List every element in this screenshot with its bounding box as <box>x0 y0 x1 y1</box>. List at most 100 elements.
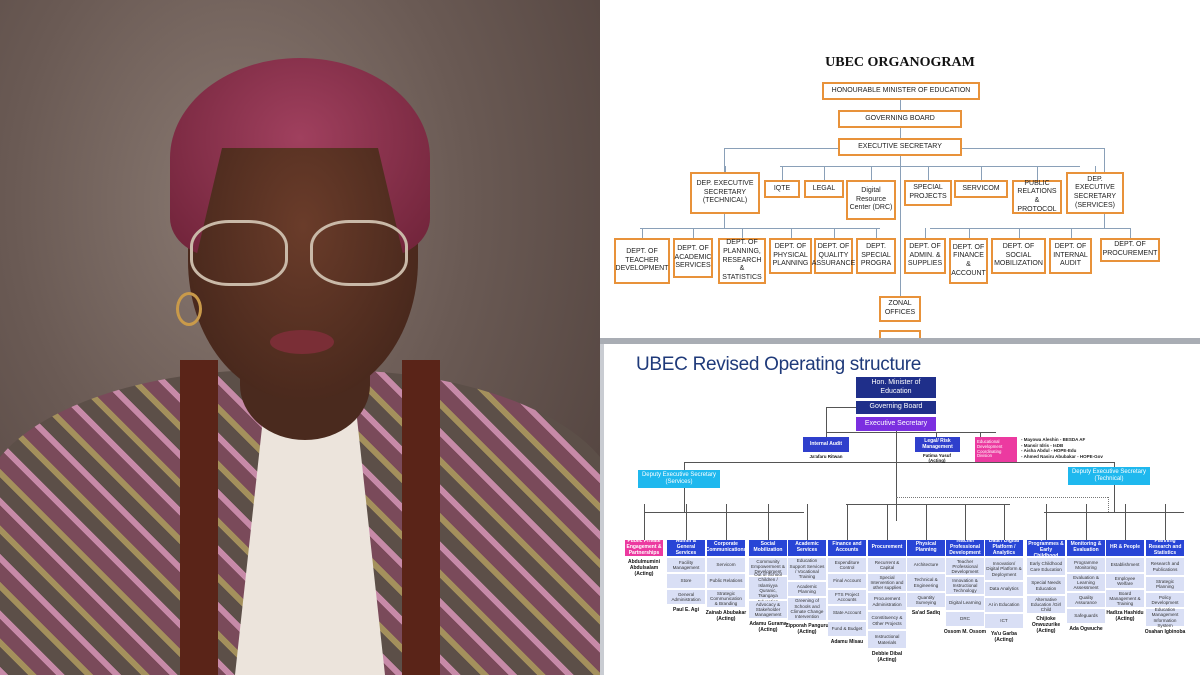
dept-header: Public Private Engagement & Partnerships <box>625 538 663 556</box>
dept-header: Corporate Communications <box>706 540 746 556</box>
dept-item: Digital Learning <box>946 596 984 610</box>
org-row2-box: DEP. EXECUTIVE SECRETARY (TECHNICAL) <box>690 172 760 214</box>
dept-item: Education Management Information System <box>1146 607 1184 628</box>
dept-item: Public Relations <box>707 574 745 588</box>
divider <box>600 338 1200 344</box>
shirt <box>235 400 385 675</box>
collar <box>180 360 440 675</box>
dept-item: Alternative Education /Girl Child <box>1027 596 1065 613</box>
dept-item: Instructional Materials <box>868 631 906 648</box>
connector <box>1165 504 1166 540</box>
connector <box>725 166 726 172</box>
connector <box>1004 504 1005 540</box>
dept-item: Special Intervention and other supplies <box>868 574 906 591</box>
dept-item: Establishment <box>1106 558 1144 572</box>
dept-item: Strategic Communication & Branding <box>707 590 745 607</box>
connector <box>926 504 927 540</box>
dept-item: Technical & Engineering <box>907 574 945 591</box>
org-row2-box: PUBLIC RELATIONS & PROTOCOL <box>1012 180 1062 214</box>
org-dept-box: DEPT. OF TEACHER DEVELOPMENT <box>614 238 670 284</box>
dept-item: State Account <box>828 606 866 620</box>
dept-item: Constituency & Other Projects <box>868 612 906 629</box>
rev-legal: Legal/ Risk Management <box>915 437 960 452</box>
org-exec: EXECUTIVE SECRETARY <box>838 138 962 156</box>
connector <box>1046 504 1047 540</box>
org-row2-box: DEP. EXECUTIVE SECRETARY (SERVICES) <box>1066 172 1124 214</box>
dept-item: Procurement Administration <box>868 593 906 610</box>
dept-item: Strategic Planning <box>1146 577 1184 591</box>
dept-head-person: Abdulmumini Abdulsalam (Acting) <box>628 559 660 577</box>
dept-header: Finance and Accounts <box>828 540 866 556</box>
dept-item: Education Support Services / Vocational … <box>788 558 826 580</box>
connector <box>642 228 643 238</box>
dept-item: Innovation & Instructional Technology <box>946 577 984 594</box>
revised-structure: UBEC Revised Operating structure Hon. Mi… <box>600 344 1200 675</box>
dept-item: Policy Development <box>1146 593 1184 607</box>
dept-item: ICT <box>985 614 1023 628</box>
edcd-member: - Ahmed Nasiru Abubakar - HOPE-Gov <box>1021 453 1103 459</box>
org-dept-box: DEPT. OF FINANCE & ACCOUNT <box>949 238 988 284</box>
connector <box>686 504 687 540</box>
connector <box>876 228 877 238</box>
dept-head-person: Zainab Abubakar (Acting) <box>705 610 747 622</box>
dept-item: Quality Assurance <box>1067 593 1105 607</box>
dept-item: Architecture <box>907 558 945 572</box>
connector <box>742 228 743 238</box>
dept-item: Community Empowerment & Development <box>749 558 787 575</box>
connector <box>847 504 848 540</box>
dept-head-person: Ya'u Garba (Acting) <box>991 631 1017 643</box>
org-row2-box: IQTE <box>764 180 800 198</box>
dept-head-person: Debbie Dibal (Acting) <box>871 651 903 663</box>
edcd-member: - Mansir Idris - IsDB <box>1021 442 1064 448</box>
edcd-member: - Mayowa Aleshin - BESDA AF <box>1021 437 1086 442</box>
dept-header: Social Mobilization <box>749 540 787 556</box>
dept-item: Final Account <box>828 574 866 588</box>
dept-head-person: Zipporah Panguru (Acting) <box>785 623 829 635</box>
dept-item: Employee Welfare <box>1106 574 1144 588</box>
edcd-members: - Mayowa Aleshin - BESDA AF- Mansir Idri… <box>1021 437 1103 460</box>
org-dept-box: DEPT. OF INTERNAL AUDIT <box>1049 238 1092 274</box>
org-row2-box: SPECIAL PROJECTS <box>904 180 952 206</box>
dept-item: FTS Project Accounts <box>828 590 866 604</box>
dept-item: Quantity Surveying <box>907 593 945 607</box>
dept-header: Procurement <box>868 540 906 556</box>
connector <box>726 504 727 540</box>
dept-head-person: Ossom M. Ossom <box>943 629 987 635</box>
rev-internal-audit: Internal Audit <box>803 437 849 452</box>
dept-item: Greening of Schools and Climate Change I… <box>788 598 826 620</box>
dept-item: Research and Publications <box>1146 558 1184 575</box>
connector <box>965 504 966 540</box>
connector <box>887 504 888 540</box>
dept-item: Programme Monitoring <box>1067 558 1105 572</box>
dept-item: Recurrent & Capital <box>868 558 906 572</box>
org-dept-box: DEPT. OF ACADEMIC SERVICES <box>673 238 713 278</box>
connector <box>981 166 982 180</box>
dept-item: Safeguards <box>1067 609 1105 623</box>
dept-head-person: Osahan Igbinoba <box>1144 629 1186 635</box>
dept-head-person: Adamu Misau <box>830 639 864 645</box>
dept-item: Expenditure Control <box>828 558 866 572</box>
org-board: GOVERNING BOARD <box>838 110 962 128</box>
dept-item: Advocacy & Stakeholder Management <box>749 601 787 618</box>
org-dept-box: DEPT. OF PHYSICAL PLANNING <box>769 238 812 274</box>
dept-head-person: Adamu Gurama (Acting) <box>749 621 787 633</box>
rev-legal-person: Fatima Yusuf (Acting) <box>923 453 951 464</box>
dept-header: Academic Services <box>788 540 826 556</box>
org-row2-box: SERVICOM <box>954 180 1008 198</box>
glasses-left <box>190 220 288 286</box>
connector <box>1037 166 1038 180</box>
rev-board: Governing Board <box>856 401 936 414</box>
org-dept-box: DEPT. SPECIAL PROGRA <box>856 238 896 274</box>
dept-header: Data / Digital Platform / Analytics <box>985 539 1023 556</box>
lips <box>270 330 334 354</box>
portrait-photo <box>0 0 600 675</box>
dept-header: Physical Planning <box>907 540 945 556</box>
connector <box>807 504 808 540</box>
dept-head-person: Paul E. Agi <box>673 607 699 613</box>
dept-item: Out of School Children / Islamiyya Quran… <box>749 572 787 604</box>
org-minister: HONOURABLE MINISTER OF EDUCATION <box>822 82 980 100</box>
dept-head-person: Ada Ogwuche <box>1069 626 1103 632</box>
organogram-title: UBEC ORGANOGRAM <box>825 55 975 70</box>
org-dept-box: DEPT. OF ADMIN. & SUPPLIES <box>904 238 946 274</box>
connector <box>693 228 694 238</box>
